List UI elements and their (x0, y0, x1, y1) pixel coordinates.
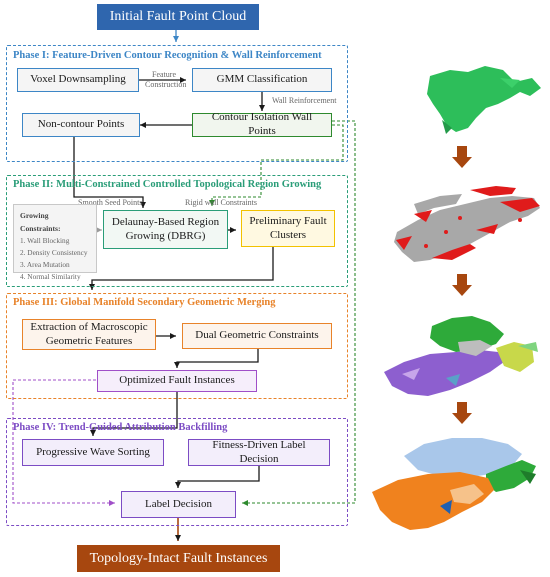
thumbnail-final-fault-instances (372, 438, 536, 530)
phase-4-label: Phase IV: Trend-Guided Attribution Backf… (13, 422, 228, 433)
instance-orange (372, 472, 494, 530)
constraint-item: 4. Normal Similarity (20, 272, 81, 282)
phase-3-container (6, 293, 348, 399)
thumbnail-initial-point-cloud (427, 66, 541, 134)
contour-wall-points-node: Contour Isolation Wall Points (192, 111, 332, 137)
constraint-item: 2. Density Consistency (20, 248, 88, 258)
edge-label-wall-reinforcement: Wall Reinforcement (272, 96, 337, 105)
instance-green (486, 460, 536, 492)
constraints-title: Growing Constraints: (20, 211, 61, 233)
dual-constraints-node: Dual Geometric Constraints (182, 323, 332, 349)
edge-label-smooth-seed: Smooth Seed Points (78, 198, 143, 207)
edge-label-construction: Construction (145, 80, 187, 89)
down-arrow-1 (452, 146, 472, 168)
edge-optimized-to-label (12, 379, 115, 506)
edge-noncontour-to-dbrg (73, 137, 146, 208)
down-arrow-3 (452, 402, 472, 424)
edge-fitness-to-label (175, 466, 260, 488)
thumbnail-contour-wall-points (394, 186, 540, 262)
edge-wall-to-label (242, 120, 356, 506)
wave-sorting-node: Progressive Wave Sorting (22, 439, 164, 466)
region-gray (458, 340, 492, 356)
edge-wall-rigid-constraints (209, 124, 344, 206)
edge-prelim-to-phase3 (89, 247, 274, 290)
instance-lightblue (404, 438, 522, 478)
growing-constraints-panel: Growing Constraints: 1. Wall Blocking 2.… (13, 204, 97, 281)
phase-3-label: Phase III: Global Manifold Secondary Geo… (13, 297, 276, 308)
footer-title: Topology-Intact Fault Instances (77, 545, 280, 572)
preliminary-clusters-node: Preliminary Fault Clusters (241, 210, 335, 247)
region-lightgreen (518, 342, 538, 352)
edge-label-rigid-wall: Rigid wall Constraints (185, 198, 257, 207)
label-decision-node: Label Decision (121, 491, 236, 518)
constraint-item: 3. Area Mutation (20, 260, 70, 270)
thumbnail-region-growing-result (384, 316, 538, 396)
dbrg-node: Delaunay-Based Region Growing (DBRG) (103, 210, 228, 249)
edge-dual-to-optimized (174, 349, 259, 368)
edge-label-feature: Feature (152, 70, 176, 79)
instance-peach (450, 484, 484, 504)
phase-2-container (6, 175, 348, 287)
phase-1-container (6, 45, 348, 162)
region-purple (384, 350, 504, 396)
phase-1-label: Phase I: Feature-Driven Contour Recognit… (13, 50, 322, 61)
down-arrow-2 (452, 274, 472, 296)
point-cloud-gray (394, 196, 540, 262)
constraint-item: 1. Wall Blocking (20, 236, 70, 246)
phase-2-label: Phase II: Multi-Constrained Controlled T… (13, 179, 322, 190)
region-blue (446, 374, 460, 386)
fitness-label-decision-node: Fitness-Driven Label Decision (188, 439, 330, 466)
macroscopic-features-node: Extraction of Macroscopic Geometric Feat… (22, 319, 156, 350)
region-yellow (496, 342, 534, 372)
phase-4-container (6, 418, 348, 526)
gmm-classification-node: GMM Classification (192, 68, 332, 92)
non-contour-points-node: Non-contour Points (22, 113, 140, 137)
optimized-fault-instances-node: Optimized Fault Instances (97, 370, 257, 392)
voxel-downsampling-node: Voxel Downsampling (17, 68, 139, 92)
instance-darkblue (440, 500, 452, 514)
edge-optimized-to-wave (90, 392, 178, 436)
header-title: Initial Fault Point Cloud (97, 4, 259, 30)
